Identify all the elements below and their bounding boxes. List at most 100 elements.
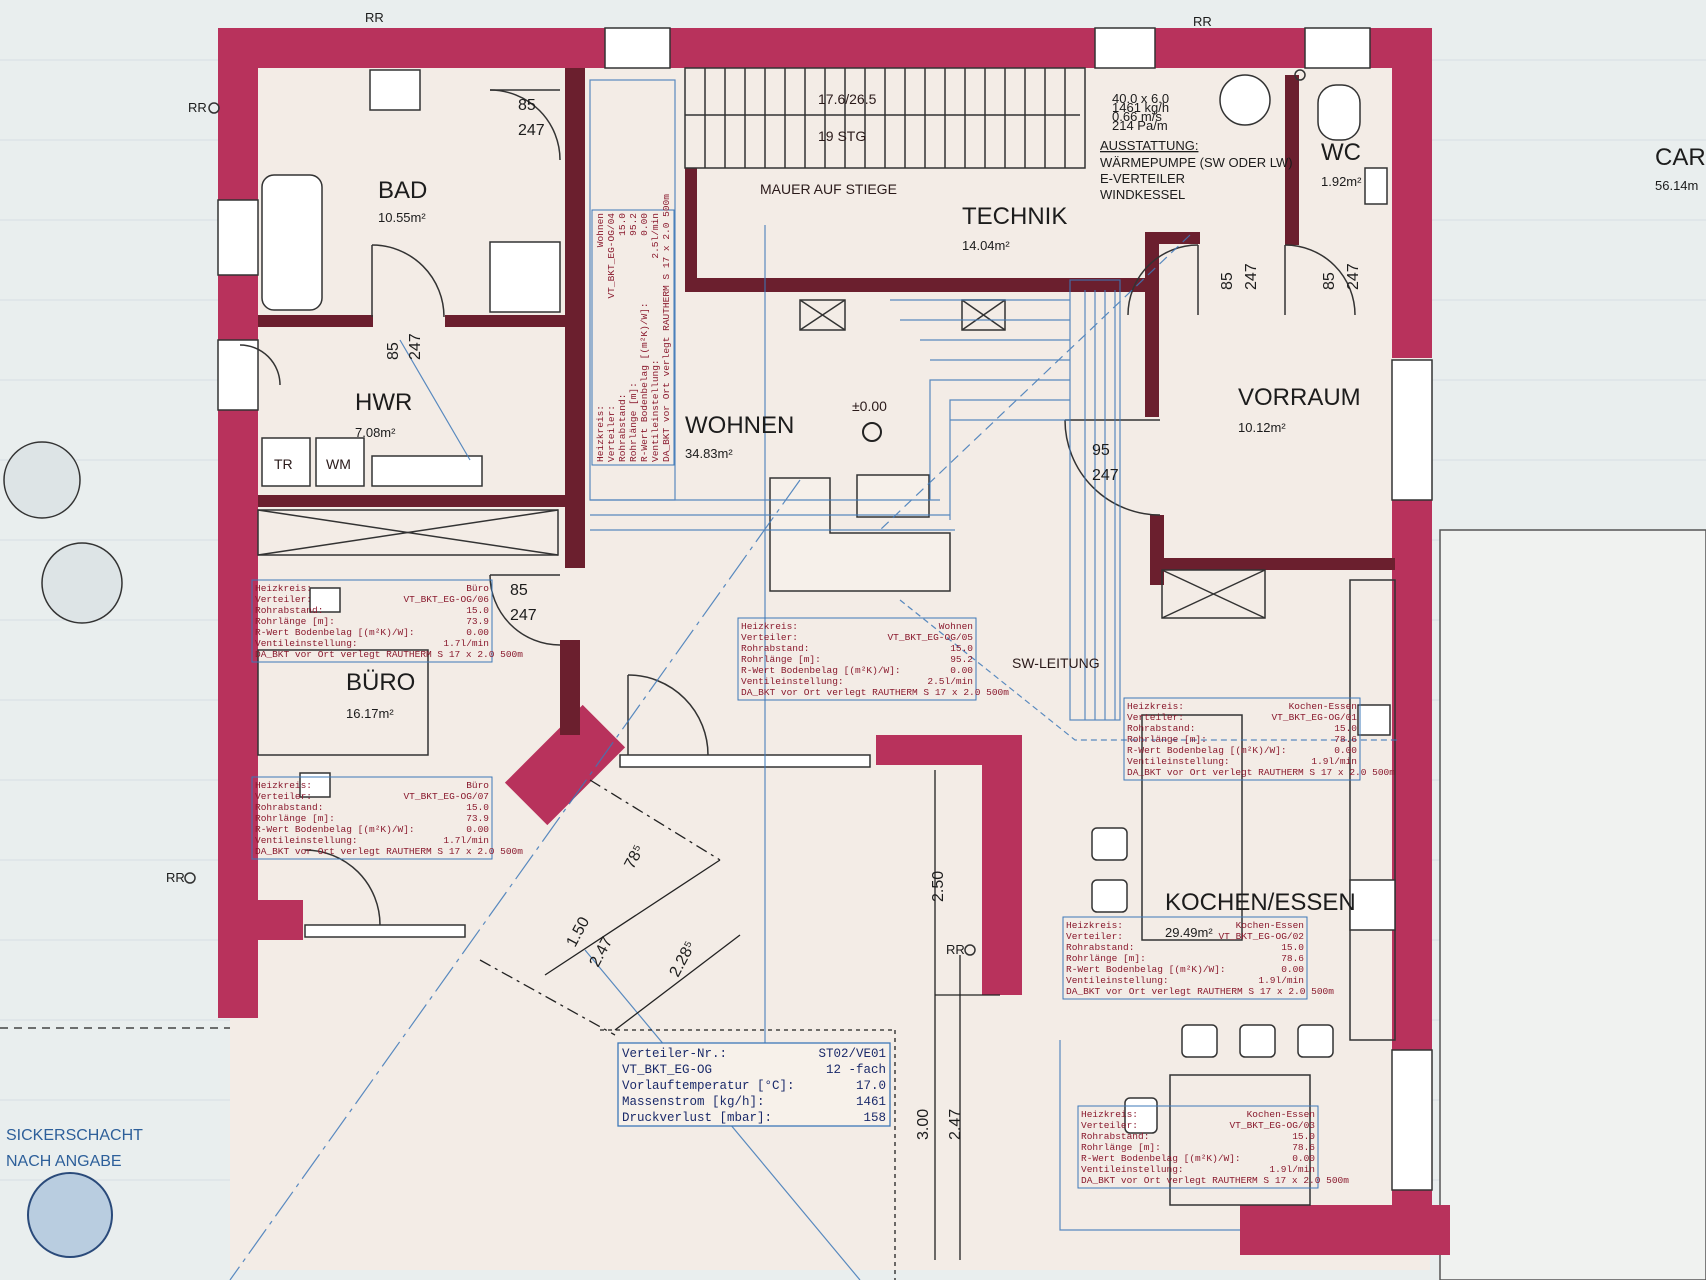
- sickerschacht-label-2: NACH ANGABE: [6, 1153, 122, 1170]
- heizkreis-label: Ventileinstellung:: [1081, 1164, 1184, 1175]
- outer-walls: [218, 28, 1450, 1255]
- heizkreis-value: VT_BKT_EG-OG/07: [403, 791, 489, 802]
- door-labels: 85 247 85 247 85 247 85 247 95 247 85 24…: [385, 97, 1362, 624]
- level-label: ±0.00: [852, 398, 887, 414]
- heizkreis-label: R-Wert Bodenbelag [(m²K)/W]:: [255, 824, 415, 835]
- heizkreis-label: Verteiler:: [1127, 712, 1184, 723]
- heizkreis-value: VT_BKT_EG-OG/06: [403, 594, 489, 605]
- heizkreis-label: Verteiler:: [606, 405, 617, 462]
- room-area-technik: 14.04m²: [962, 238, 1010, 253]
- bathroom-fixtures: [261, 69, 1388, 487]
- heizkreis-label: R-Wert Bodenbelag [(m²K)/W]:: [1066, 964, 1226, 975]
- site-area-right: [1439, 529, 1706, 1280]
- heizkreis-label: Rohrabstand:: [1127, 723, 1195, 734]
- door-swings: [239, 89, 1356, 926]
- room-area-carport: 56.14m: [1655, 178, 1698, 193]
- heizkreis-value: Kochen-Essen: [1247, 1109, 1315, 1120]
- heizkreis-label: DA_BKT vor Ort verlegt RAUTHERM S 17 x 2…: [741, 687, 1009, 698]
- heizkreis-value: 0.00: [466, 627, 489, 638]
- heizkreis-box-buero_bottom: Heizkreis:Verteiler:Rohrabstand:Rohrläng…: [251, 776, 523, 860]
- rr-label: RR: [946, 942, 965, 957]
- heizkreis-label: Verteiler:: [741, 632, 798, 643]
- heizkreis-label: Ventileinstellung:: [255, 835, 358, 846]
- door-width-label: 85: [1219, 272, 1236, 290]
- heizkreis-label: DA_BKT vor Ort verlegt RAUTHERM S 17 x 2…: [1081, 1175, 1349, 1186]
- heizkreis-label: Heizkreis:: [255, 780, 312, 791]
- heizkreis-value: 15.0: [466, 802, 489, 813]
- door-width-label: 85: [518, 97, 536, 114]
- sickerschacht-icon: [27, 1172, 113, 1258]
- chair-icon: [1239, 1024, 1276, 1058]
- misc-labels: 17.6/26.5 19 STG MAUER AUF STIEGE ±0.00 …: [6, 10, 1293, 1170]
- chair-icon: [1181, 1024, 1218, 1058]
- sink-icon: [369, 69, 421, 111]
- heizkreis-box-kochen_3: Heizkreis:Verteiler:Rohrabstand:Rohrläng…: [1077, 1105, 1349, 1189]
- heizkreis-label: DA_BKT vor Ort verlegt RAUTHERM S 17 x 2…: [1066, 986, 1334, 997]
- heizkreis-label: Verteiler:: [1066, 931, 1123, 942]
- heizkreis-label: Rohrlänge [m]:: [1127, 734, 1207, 745]
- heizkreis-label: Heizkreis:: [741, 621, 798, 632]
- verteiler-row-value: 17.0: [856, 1079, 886, 1093]
- verteiler-row-value: ST02/VE01: [818, 1047, 886, 1061]
- heizkreis-frame: [591, 209, 675, 466]
- tech-spec-line: 214 Pa/m: [1112, 118, 1168, 133]
- heizkreis-value: 78.6: [1292, 1142, 1315, 1153]
- heizkreis-value: 1.7l/min: [443, 638, 489, 649]
- heizkreis-value: 0.00: [950, 665, 973, 676]
- heizkreis-label: Ventileinstellung:: [741, 676, 844, 687]
- heizkreis-label: Rohrlänge [m]:: [1066, 953, 1146, 964]
- desk: [257, 649, 429, 756]
- tree-icon: [3, 441, 81, 519]
- ausstattung-item: WINDKESSEL: [1100, 187, 1185, 202]
- heizkreis-label: R-Wert Bodenbelag [(m²K)/W]:: [741, 665, 901, 676]
- level-marker-icon: [862, 422, 882, 442]
- hwr-counter: [371, 455, 483, 487]
- heizkreis-label: R-Wert Bodenbelag [(m²K)/W]:: [255, 627, 415, 638]
- heizkreis-value: 73.9: [466, 616, 489, 627]
- door-width-label: 95: [1092, 442, 1110, 459]
- chair-icon: [1091, 879, 1128, 913]
- cooktop-icon: [1349, 879, 1396, 931]
- heizkreis-value: Büro: [466, 583, 489, 594]
- room-area-wohnen: 34.83m²: [685, 446, 733, 461]
- sw-leitung-label: SW-LEITUNG: [1012, 655, 1100, 671]
- heizkreis-label: Verteiler:: [255, 594, 312, 605]
- heizkreis-label: Heizkreis:: [1066, 920, 1123, 931]
- heizkreis-label: Ventileinstellung:: [255, 638, 358, 649]
- heizkreis-value: VT_BKT_EG-OG/05: [887, 632, 973, 643]
- heizkreis-label: R-Wert Bodenbelag [(m²K)/W]:: [1081, 1153, 1241, 1164]
- sofa-icon: [769, 477, 951, 592]
- heizkreis-value: 0.00: [1334, 745, 1357, 756]
- verteiler-row-label: Massenstrom [kg/h]:: [622, 1095, 765, 1109]
- heizkreis-value: 15.0: [466, 605, 489, 616]
- heizkreis-value: 0.00: [1281, 964, 1304, 975]
- heizkreis-label: R-Wert Bodenbelag [(m²K)/W]:: [1127, 745, 1287, 756]
- chair-icon: [1124, 1097, 1158, 1134]
- chair-icon: [1091, 827, 1128, 861]
- heizkreis-value: Kochen-Essen: [1289, 701, 1357, 712]
- heizkreis-value: 15.0: [1292, 1131, 1315, 1142]
- site-elements: [3, 69, 1306, 1258]
- dimension-label: 2.50: [930, 871, 947, 902]
- ausstattung-title: AUSSTATTUNG:: [1100, 138, 1198, 153]
- ausstattung-item: WÄRMEPUMPE (SW ODER LW): [1100, 155, 1293, 170]
- tech-spec-line: 40.0 x 6.0: [1112, 91, 1169, 106]
- heizkreis-box-wohnen_mid: Heizkreis:Verteiler:Rohrabstand:Rohrläng…: [737, 617, 1009, 701]
- heizkreis-box-wohnen_top: Heizkreis:Verteiler:Rohrabstand:Rohrläng…: [591, 194, 675, 466]
- heizkreis-value: 2.5l/min: [927, 676, 973, 687]
- heizkreis-label: Rohrabstand:: [741, 643, 809, 654]
- door-height-label: 247: [518, 122, 545, 139]
- room-area-bad: 10.55m²: [378, 210, 426, 225]
- door-height-label: 247: [1092, 467, 1119, 484]
- heizkreis-label: Rohrlänge [m]:: [628, 382, 639, 462]
- heizkreis-value: 0.00: [1292, 1153, 1315, 1164]
- heizkreis-value: 0.00: [466, 824, 489, 835]
- heizkreis-label: Heizkreis:: [595, 405, 606, 462]
- staircase: [684, 67, 1086, 169]
- heizkreis-value: 78.6: [1334, 734, 1357, 745]
- heizkreis-value: 1.9l/min: [1311, 756, 1357, 767]
- verteiler-table: Verteiler-Nr.: ST02/VE01 VT_BKT_EG-OG 12…: [617, 1042, 891, 1127]
- room-name-wc: WC: [1321, 139, 1361, 166]
- heizkreis-box-kochen_1: Heizkreis:Verteiler:Rohrabstand:Rohrläng…: [1123, 697, 1395, 781]
- heizkreis-value: VT_BKT_EG-OG/02: [1218, 931, 1304, 942]
